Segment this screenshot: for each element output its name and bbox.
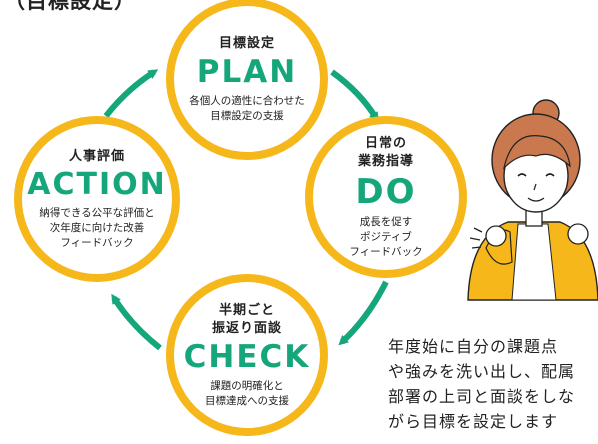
- check-title: 半期ごと 振返り面談: [211, 302, 282, 336]
- woman-cheering-icon: [467, 99, 598, 301]
- plan-circle: 目標設定 PLAN 各個人の適性に合わせた 目標設定の支援: [166, 0, 328, 160]
- do-title: 日常の 業務指導: [357, 135, 414, 169]
- plan-title: 目標設定: [218, 35, 275, 51]
- do-description: 成長を促す ポジティブ フィードバック: [349, 215, 423, 258]
- check-circle: 半期ごと 振返り面談 CHECK 課題の明確化と 目標達成への支援: [166, 274, 328, 436]
- section-header: （目標設定）: [4, 0, 136, 13]
- arrow-check-to-action: [111, 293, 162, 351]
- check-description: 課題の明確化と 目標達成への支援: [205, 379, 289, 407]
- arrow-plan-to-do: [330, 69, 379, 123]
- plan-description: 各個人の適性に合わせた 目標設定の支援: [189, 94, 305, 122]
- action-circle: 人事評価 ACTION 納得できる公平な評価と 次年度に向けた改善 フィードバッ…: [14, 116, 180, 282]
- action-description: 納得できる公平な評価と 次年度に向けた改善 フィードバック: [39, 206, 155, 249]
- do-word: DO: [355, 171, 417, 212]
- action-title: 人事評価: [68, 148, 125, 164]
- arrow-do-to-check: [338, 280, 389, 346]
- plan-caption: 年度始に自分の課題点 や強みを洗い出し、配属 部署の上司と面談をしな がら目標を…: [388, 337, 576, 431]
- arrow-action-to-plan: [103, 69, 159, 118]
- action-word: ACTION: [27, 166, 167, 202]
- plan-word: PLAN: [196, 53, 298, 90]
- do-circle: 日常の 業務指導 DO 成長を促す ポジティブ フィードバック: [305, 116, 467, 278]
- check-word: CHECK: [183, 338, 311, 375]
